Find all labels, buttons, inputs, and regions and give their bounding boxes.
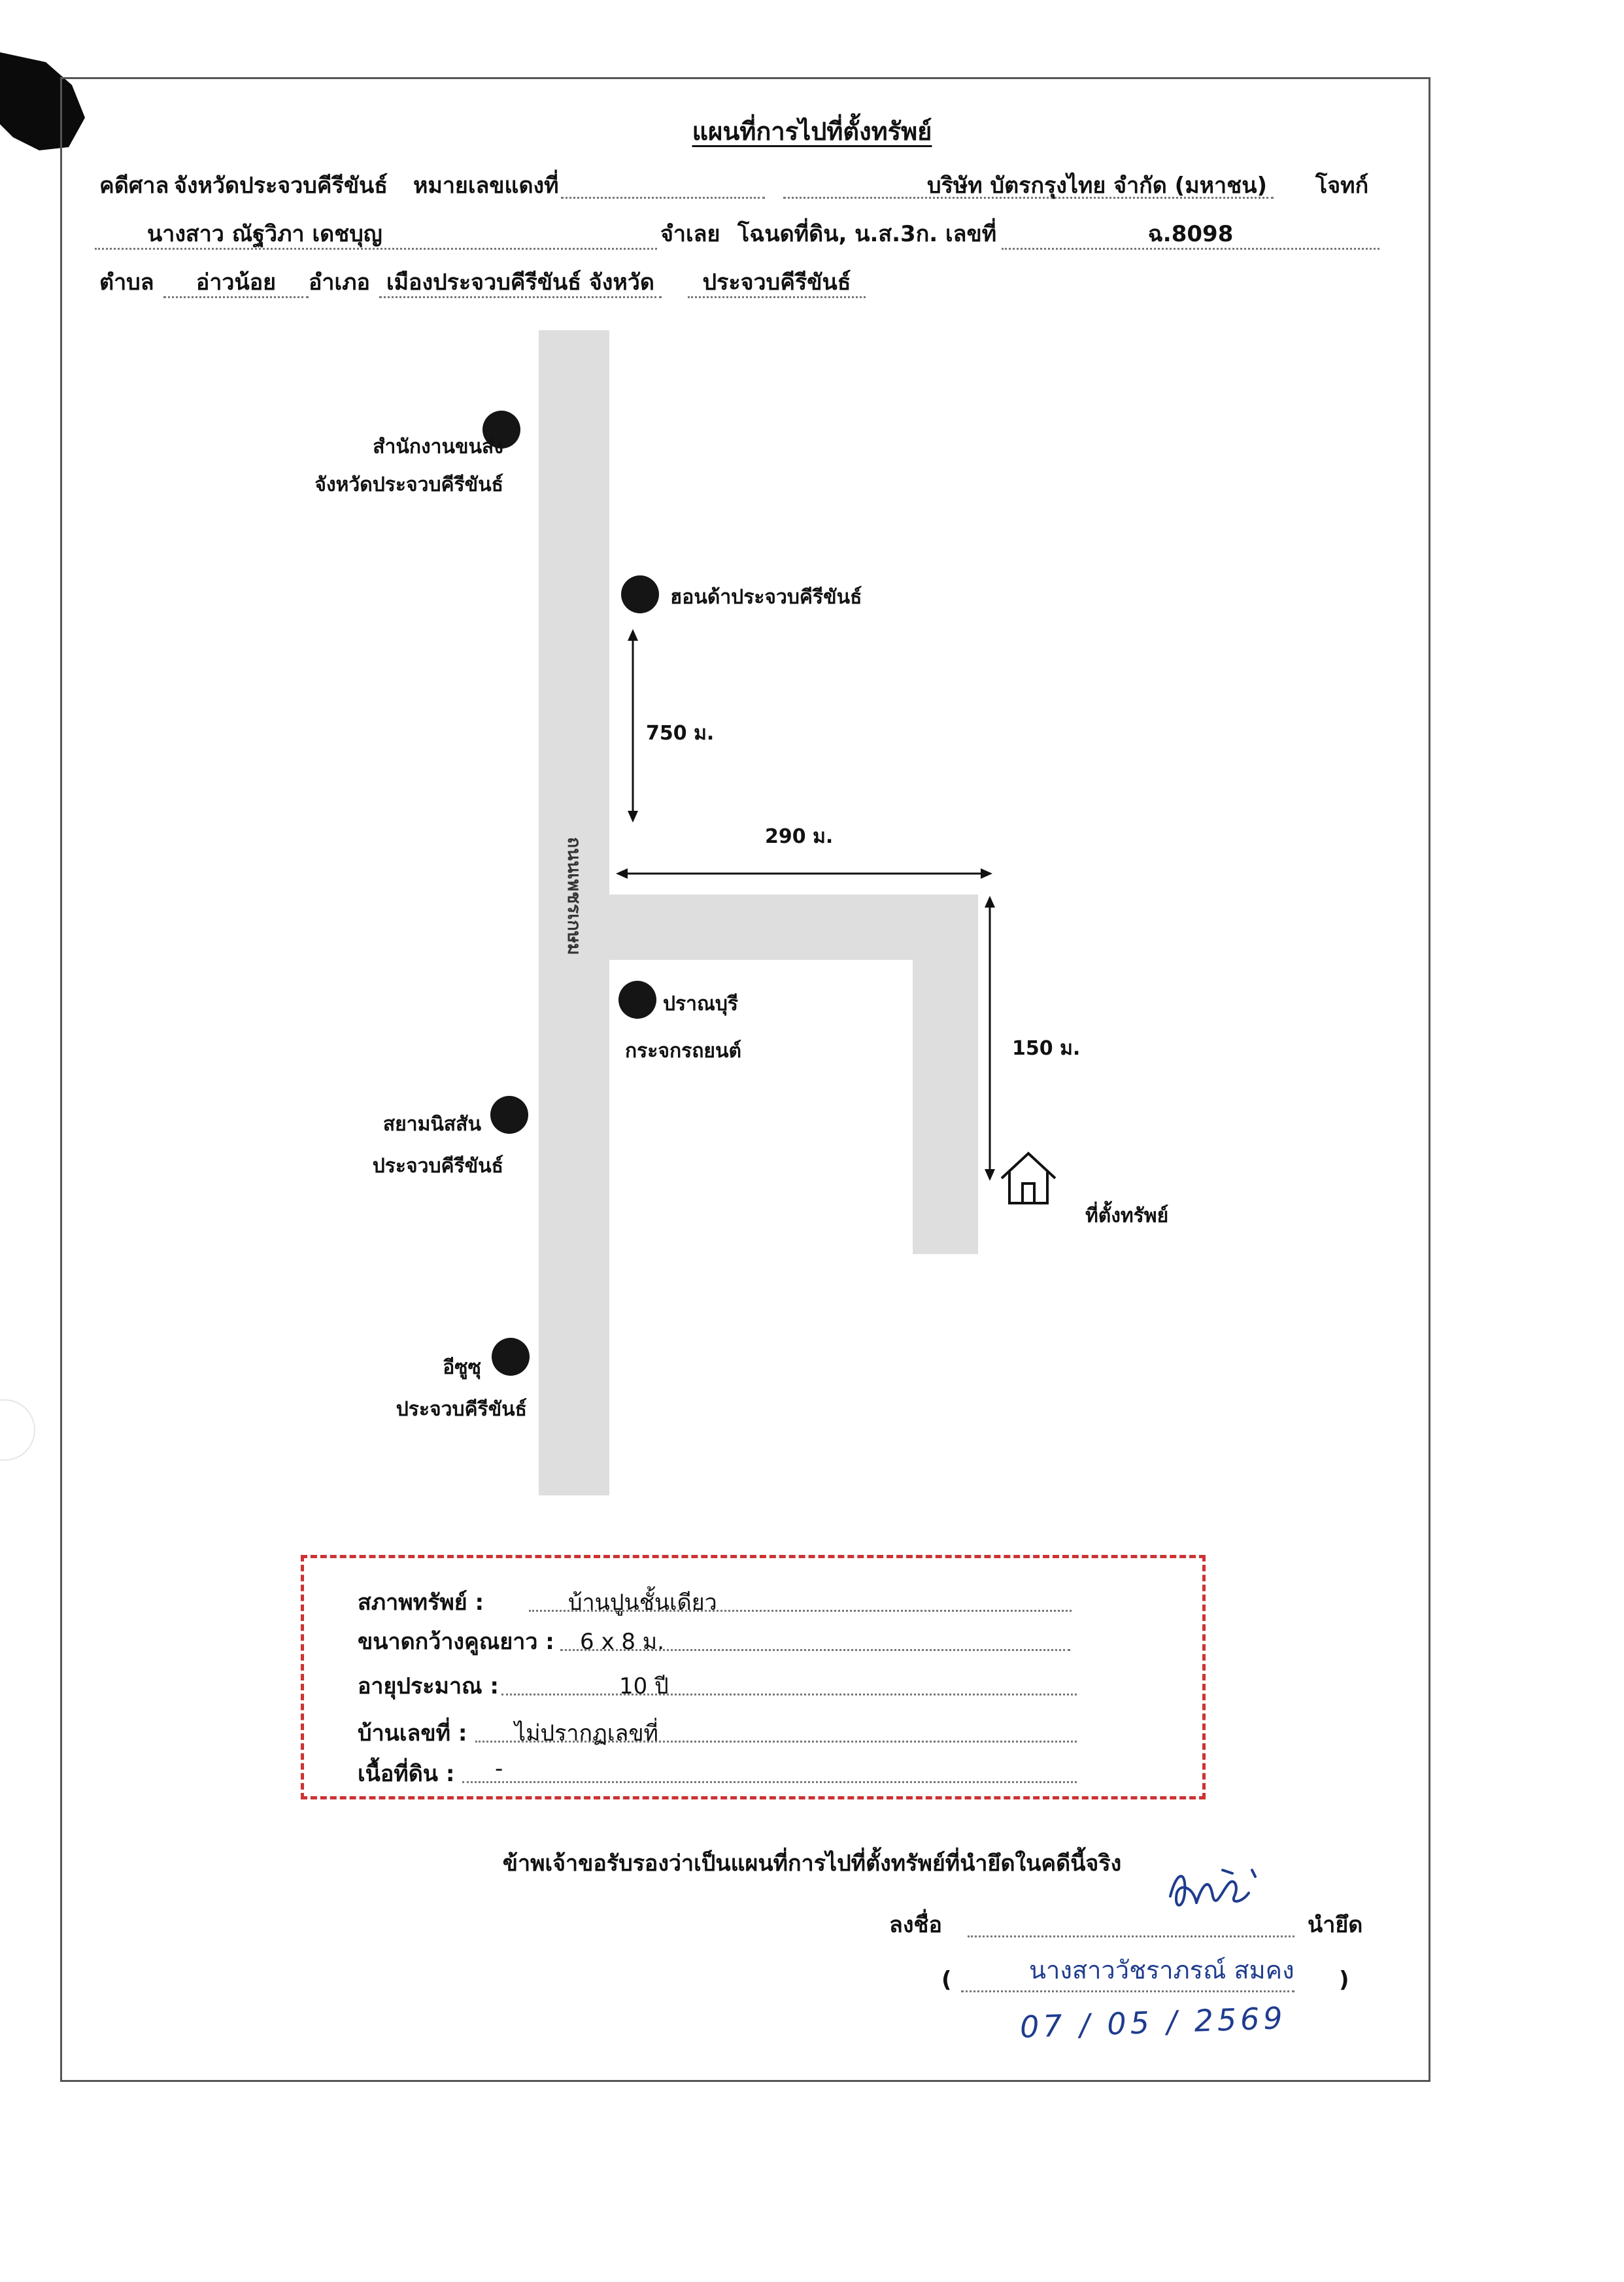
signer-role: นำยึด [1308,1912,1363,1938]
condition-label: สภาพทรัพย์ : [358,1590,484,1616]
main-road [539,330,609,1495]
name-open-paren: ( [941,1967,952,1993]
house-number-value: ไม่ปรากฏเลขที่ [475,1715,1077,1746]
property-info-box: สภาพทรัพย์ : บ้านปูนชั้นเดียว ขนาดกว้างค… [301,1555,1206,1799]
hole-punch-mark [0,1399,35,1461]
scan-corner-mark [0,52,85,150]
landmark-dot-icon [492,1338,530,1376]
landmark-dot-icon [482,411,520,449]
house-number-label: บ้านเลขที่ : [358,1720,467,1746]
landmark-dot-icon [490,1096,528,1134]
name-close-paren: ) [1339,1967,1349,1993]
landmark-label: กระจกรถยนต์ [625,1040,741,1063]
defendant-label: จำเลย [660,221,720,247]
house-icon [1000,1151,1057,1204]
signer-name: นางสาววัชราภรณ์ สมคง [1029,1956,1294,1984]
road-name-label: ถนนเพชรเกษม [564,837,585,955]
distance-label-side: 150 ม. [1012,1037,1081,1060]
court-name: จังหวัดประจวบคีรีขันธ์ [174,173,388,199]
age-label: อายุประมาณ : [358,1673,499,1699]
deed-label: โฉนดที่ดิน, น.ส.3ก. เลขที่ [737,221,997,247]
condition-row: สภาพทรัพย์ : บ้านปูนชั้นเดียว [358,1584,1072,1620]
defendant-field: นางสาว ณัฐวิภา เดชบุญ [95,216,657,250]
district-label: อำเภอ [309,269,370,296]
size-row: ขนาดกว้างคูณยาว : 6 x 8 ม. [358,1624,1070,1659]
house-number-row: บ้านเลขที่ : ไม่ปรากฏเลขที่ [358,1715,1077,1750]
landmark-dot-icon [621,575,659,613]
condition-value: บ้านปูนชั้นเดียว [529,1584,1072,1616]
landmark-label: จังหวัดประจวบคีรีขันธ์ [314,473,503,496]
landmark-dot-icon [618,981,656,1019]
distance-arrow-vertical [628,629,638,823]
district-field: เมืองประจวบคีรีขันธ์ จังหวัด [379,264,662,298]
page-title: แผนที่การไปที่ตั้งทรัพย์ [692,117,932,146]
landmark-label: ประจวบคีรีขันธ์ [396,1398,527,1421]
province-field: ประจวบคีรีขันธ์ [688,264,866,298]
subdistrict-label: ตำบล [99,269,154,296]
land-area-value: - [462,1756,1077,1783]
landmark-label: ประจวบคีรีขันธ์ [372,1155,503,1178]
landmark-label: ฮอนด้าประจวบคีรีขันธ์ [670,586,862,609]
name-line [961,1990,1294,1992]
landmark-label: ปราณบุรี [663,993,738,1015]
size-label: ขนาดกว้างคูณยาว : [358,1629,554,1655]
page-frame [60,77,1430,2082]
age-value: 10 ปี [501,1668,1077,1699]
subdistrict-field: อ่าวน้อย [163,264,309,298]
distance-arrow-horizontal [616,868,992,879]
size-value: 6 x 8 ม. [560,1624,1070,1655]
red-case-number-field [561,167,765,199]
distance-label-horizontal: 290 ม. [765,825,834,848]
landmark-label: สยามนิสสัน [382,1113,481,1136]
age-row: อายุประมาณ : 10 ปี [358,1668,1077,1703]
landmark-label: สำนักงานขนส่ง [373,435,503,458]
sign-label: ลงชื่อ [889,1912,942,1938]
distance-label-vertical: 750 ม. [646,722,715,745]
land-area-row: เนื้อที่ดิน : - [358,1756,1077,1791]
side-road-vertical [913,894,978,1254]
property-location-label: ที่ตั้งทรัพย์ [1085,1204,1169,1227]
handwritten-signature [1169,1869,1257,1907]
signature-line [968,1935,1294,1937]
land-area-label: เนื้อที่ดิน : [358,1761,455,1787]
red-case-label: หมายเลขแดงที่ [413,173,559,199]
court-label: คดีศาล [99,173,169,199]
certification-statement: ข้าพเจ้าขอรับรองว่าเป็นแผนที่การไปที่ตั้… [502,1850,1122,1877]
deed-number-field: ฉ.8098 [1002,216,1379,250]
landmark-label: อีซูซุ [443,1356,481,1379]
distance-arrow-side [985,896,995,1181]
plaintiff-label: โจทก์ [1315,173,1369,199]
plaintiff-field: บริษัท บัตรกรุงไทย จำกัด (มหาชน) [783,167,1274,199]
